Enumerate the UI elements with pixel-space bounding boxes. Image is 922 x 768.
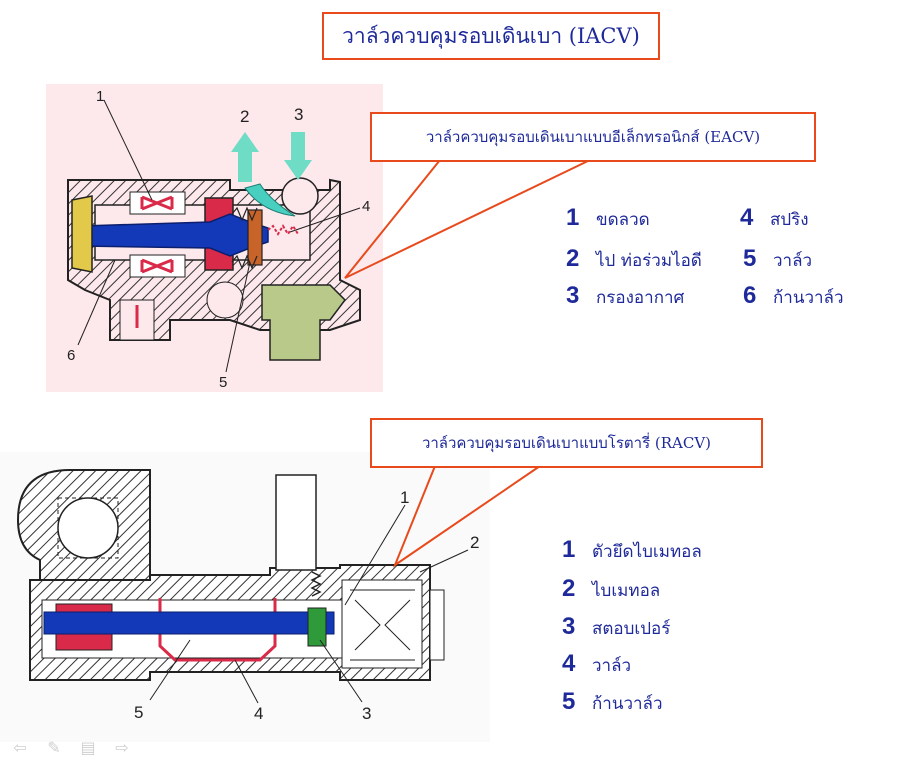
racv-valve: [158, 598, 277, 662]
page-title: วาล์วควบคุมรอบเดินเบา (IACV): [322, 12, 660, 60]
eacv-label-6: 6: [67, 347, 76, 364]
racv-stopper: [307, 607, 327, 647]
legend-number: 6: [743, 282, 757, 309]
outlet-arrow: [231, 132, 259, 182]
inlet-arrow: [284, 132, 312, 180]
racv-diagram: [0, 452, 541, 742]
coil-bottom: [129, 254, 186, 278]
racv-callout-pointer: [392, 465, 541, 568]
legend-text: ก้านวาล์ว: [592, 694, 663, 714]
legend-number: 2: [562, 575, 576, 602]
eacv-lower-hole: [206, 281, 244, 319]
legend-text: ไบเมทอล: [592, 581, 661, 601]
eacv-end-cap: [71, 195, 93, 273]
legend-number: 4: [740, 204, 754, 231]
eacv-label-1: 1: [96, 88, 105, 105]
menu-icon[interactable]: ▤: [80, 738, 96, 757]
eacv-legend-item-5: 5 วาล์ว: [743, 245, 812, 274]
arrow-left-icon[interactable]: ⇦: [13, 738, 27, 757]
racv-label-2: 2: [470, 533, 480, 552]
eacv-label-3: 3: [294, 105, 304, 124]
eacv-legend-item-6: 6 ก้านวาล์ว: [743, 282, 844, 311]
legend-text: กรองอากาศ: [596, 288, 685, 308]
eacv-label-5: 5: [219, 374, 228, 391]
eacv-leader-lines: [77, 99, 361, 373]
racv-legend-item-5: 5 ก้านวาล์ว: [562, 688, 663, 717]
racv-callout: วาล์วควบคุมรอบเดินเบาแบบโรตารี่ (RACV): [370, 418, 763, 468]
racv-bimetal: [350, 589, 415, 661]
racv-legend-item-1: 1 ตัวยึดไบเมทอล: [562, 536, 702, 565]
eacv-valve: [247, 209, 263, 266]
eacv-diagram: [46, 84, 591, 392]
racv-spring: [310, 571, 322, 597]
eacv-spring-left: [231, 206, 258, 270]
racv-label-5: 5: [134, 703, 144, 722]
racv-bimetal-housing: [341, 579, 423, 669]
eacv-label-4: 4: [362, 198, 371, 215]
racv-pipe: [275, 474, 317, 571]
racv-legend-item-2: 2 ไบเมทอล: [562, 575, 660, 604]
eacv-label-2: 2: [240, 107, 250, 126]
racv-left-bore: [57, 497, 119, 559]
eacv-legend-item-4: 4 สปริง: [740, 204, 809, 233]
legend-text: สตอบเปอร์: [592, 619, 671, 639]
eacv-legend-item-2: 2 ไป ท่อร่วมไอดี: [566, 245, 702, 274]
legend-text: ตัวยึดไบเมทอล: [592, 542, 702, 562]
legend-text: วาล์ว: [592, 656, 632, 676]
legend-number: 2: [566, 245, 580, 272]
eacv-legend-item-1: 1 ขดลวด: [566, 204, 650, 233]
eacv-shaft: [81, 213, 269, 257]
air-filter-block: [261, 284, 346, 361]
legend-text: วาล์ว: [773, 251, 813, 271]
racv-label-4: 4: [254, 704, 264, 723]
racv-label-3: 3: [362, 704, 372, 723]
legend-number: 3: [566, 282, 580, 309]
racv-legend-item-3: 3 สตอบเปอร์: [562, 613, 670, 642]
eacv-inlet-chamber: [281, 177, 319, 215]
pen-icon[interactable]: ✎: [47, 738, 61, 757]
slide-navigation: ⇦ ✎ ▤ ⇨: [8, 738, 134, 757]
racv-legend-item-4: 4 วาล์ว: [562, 650, 631, 679]
racv-label-1: 1: [400, 488, 410, 507]
legend-text: สปริง: [770, 210, 809, 230]
legend-number: 3: [562, 613, 576, 640]
racv-leader-lines: [149, 504, 469, 704]
eacv-spring-right: [267, 224, 299, 236]
racv-shaft: [43, 611, 335, 635]
coil-top: [129, 191, 186, 215]
eacv-callout-pointer: [344, 159, 591, 279]
legend-number: 1: [566, 204, 580, 231]
eacv-flow-flap: [244, 183, 296, 217]
legend-text: ขดลวด: [596, 210, 650, 230]
eacv-callout: วาล์วควบคุมรอบเดินเบาแบบอีเล็กทรอนิกส์ (…: [370, 112, 816, 162]
legend-number: 5: [562, 688, 576, 715]
legend-number: 4: [562, 650, 576, 677]
legend-number: 5: [743, 245, 757, 272]
racv-left-dashed: [57, 497, 119, 559]
racv-end-plate: [429, 589, 445, 661]
legend-number: 1: [562, 536, 576, 563]
eacv-legend-item-3: 3 กรองอากาศ: [566, 282, 684, 311]
arrow-right-icon[interactable]: ⇨: [115, 738, 129, 757]
legend-text: ไป ท่อร่วมไอดี: [596, 251, 702, 271]
legend-text: ก้านวาล์ว: [773, 288, 844, 308]
